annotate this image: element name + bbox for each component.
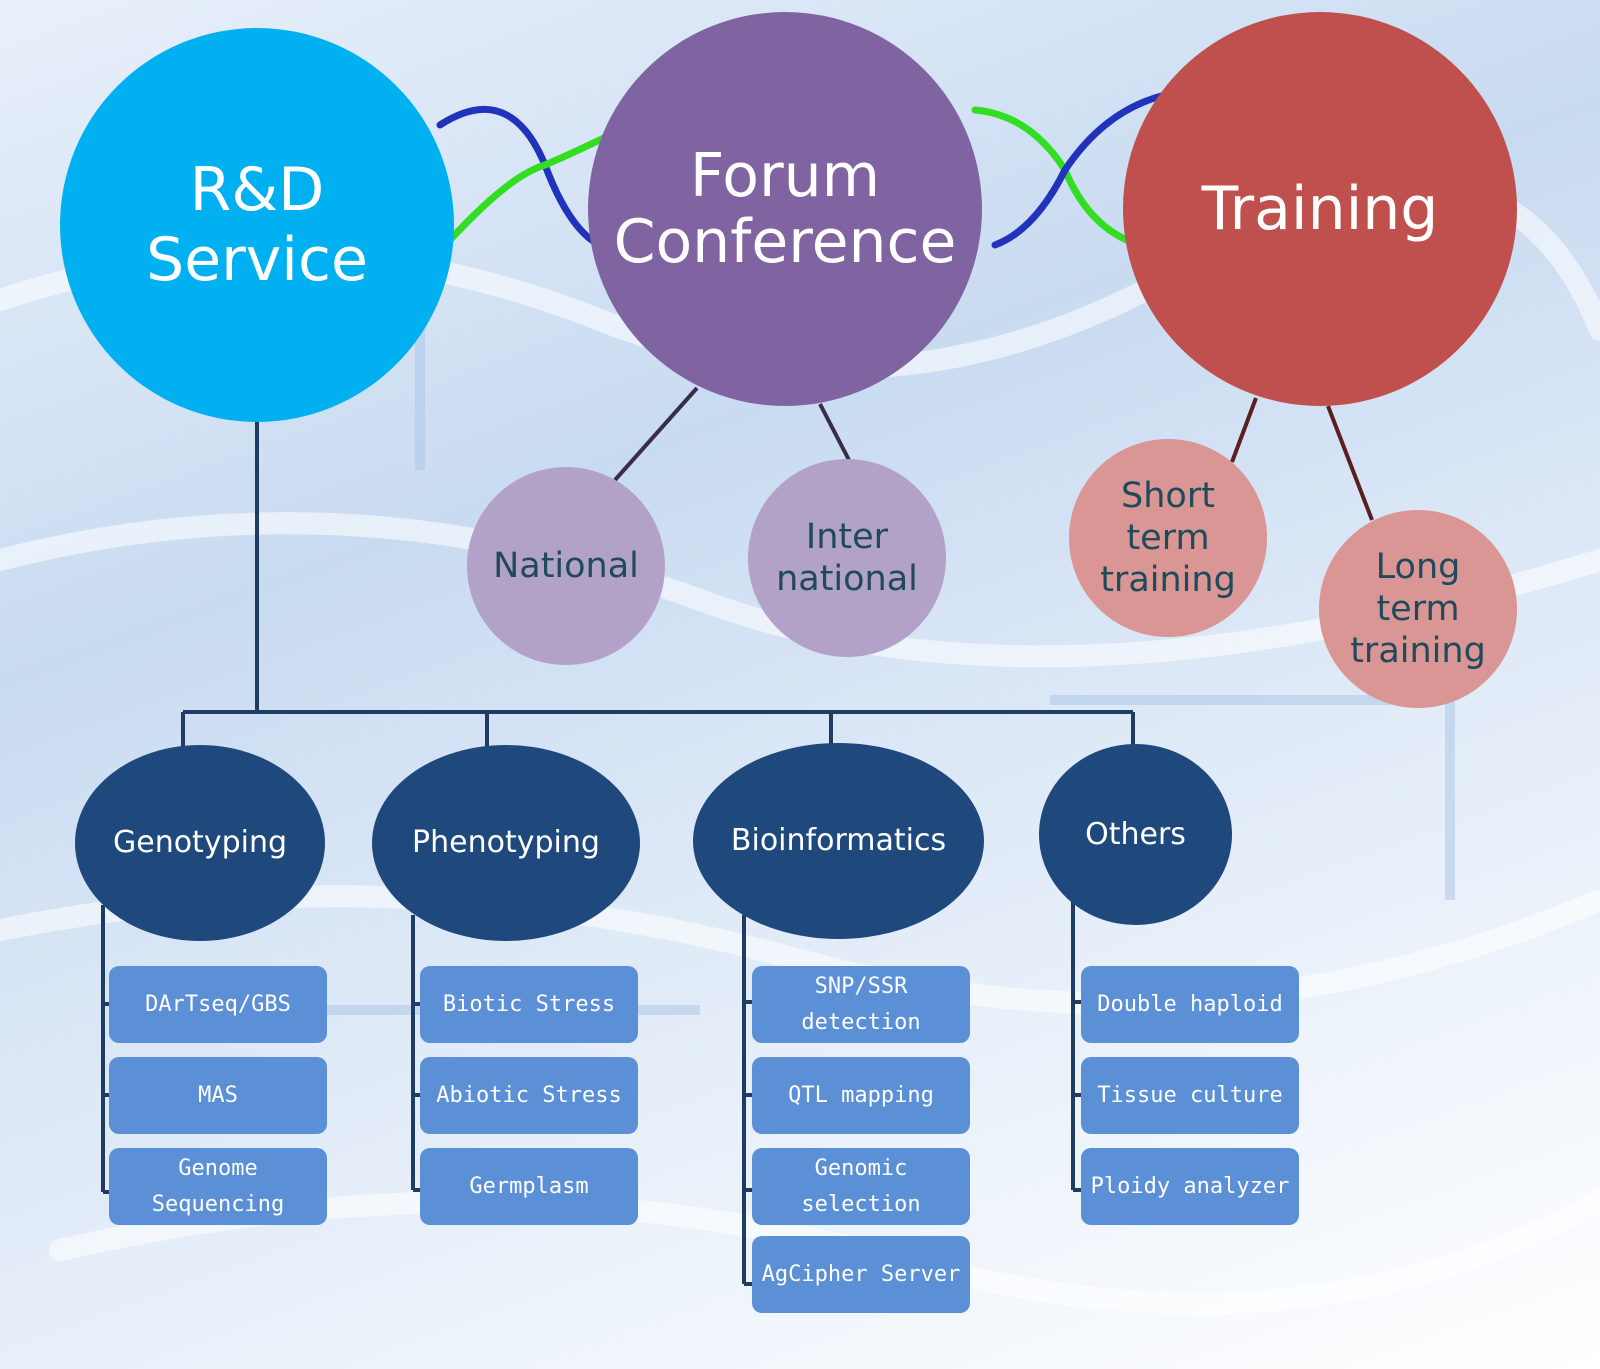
training-short-line [1230,397,1258,463]
item-agcipher-server: AgCipher Server [752,1236,970,1313]
category-label: Others [1085,816,1186,852]
category-label: Genotyping [112,825,288,860]
forum-conference-node: Forum Conference [588,12,982,406]
item-genomic-selection: Genomic selection [752,1148,970,1225]
forum-conference-label: Forum Conference [613,141,957,277]
short-term-training-node: Short term training [1069,439,1267,637]
item-snp-ssr-detection: SNP/SSR detection [752,966,970,1043]
category-label: Phenotyping [412,825,600,860]
international-node: Inter national [748,459,946,657]
item-double-haploid: Double haploid [1081,966,1299,1043]
rd-service-label: R&D Service [146,155,368,295]
item-label: Biotic Stress [442,991,616,1017]
national-node: National [467,467,665,665]
item-abiotic-stress: Abiotic Stress [420,1057,638,1134]
item-genome-sequencing: Genome Sequencing [109,1148,327,1225]
long-term-training-label: Long term training [1350,547,1486,671]
item-label: QTL mapping [788,1082,934,1108]
forum-national-line [613,386,699,482]
international-label: Inter national [776,517,918,599]
item-biotic-stress: Biotic Stress [420,966,638,1043]
training-node: Training [1123,12,1517,406]
item-tissue-culture: Tissue culture [1081,1057,1299,1134]
short-term-training-label: Short term training [1100,476,1236,600]
item-germplasm: Germplasm [420,1148,638,1225]
category-genotyping: Genotyping [75,745,325,941]
training-label: Training [1201,174,1439,244]
item-label: Ploidy analyzer [1090,1173,1290,1199]
item-mas: MAS [109,1057,327,1134]
training-long-line [1326,405,1374,521]
item-qtl-mapping: QTL mapping [752,1057,970,1134]
long-term-training-node: Long term training [1319,510,1517,708]
item-label: Genomic selection [801,1155,921,1217]
item-label: Abiotic Stress [436,1082,622,1108]
item-label: DArTseq/GBS [145,991,291,1017]
item-label: MAS [198,1082,238,1108]
item-label: Double haploid [1097,991,1283,1017]
forum-international-line [818,403,852,463]
item-label: SNP/SSR detection [801,973,921,1035]
item-label: Tissue culture [1097,1082,1283,1108]
item-label: Genome Sequencing [151,1155,285,1217]
category-phenotyping: Phenotyping [372,745,640,941]
category-bioinformatics: Bioinformatics [693,743,984,939]
rd-service-node: R&D Service [60,28,454,422]
item-label: Germplasm [469,1173,589,1199]
item-label: AgCipher Server [761,1261,961,1287]
category-label: Bioinformatics [730,823,947,858]
item-ploidy-analyzer: Ploidy analyzer [1081,1148,1299,1225]
item-dartseq-gbs: DArTseq/GBS [109,966,327,1043]
national-label: National [493,546,639,586]
category-others: Others [1039,744,1232,925]
